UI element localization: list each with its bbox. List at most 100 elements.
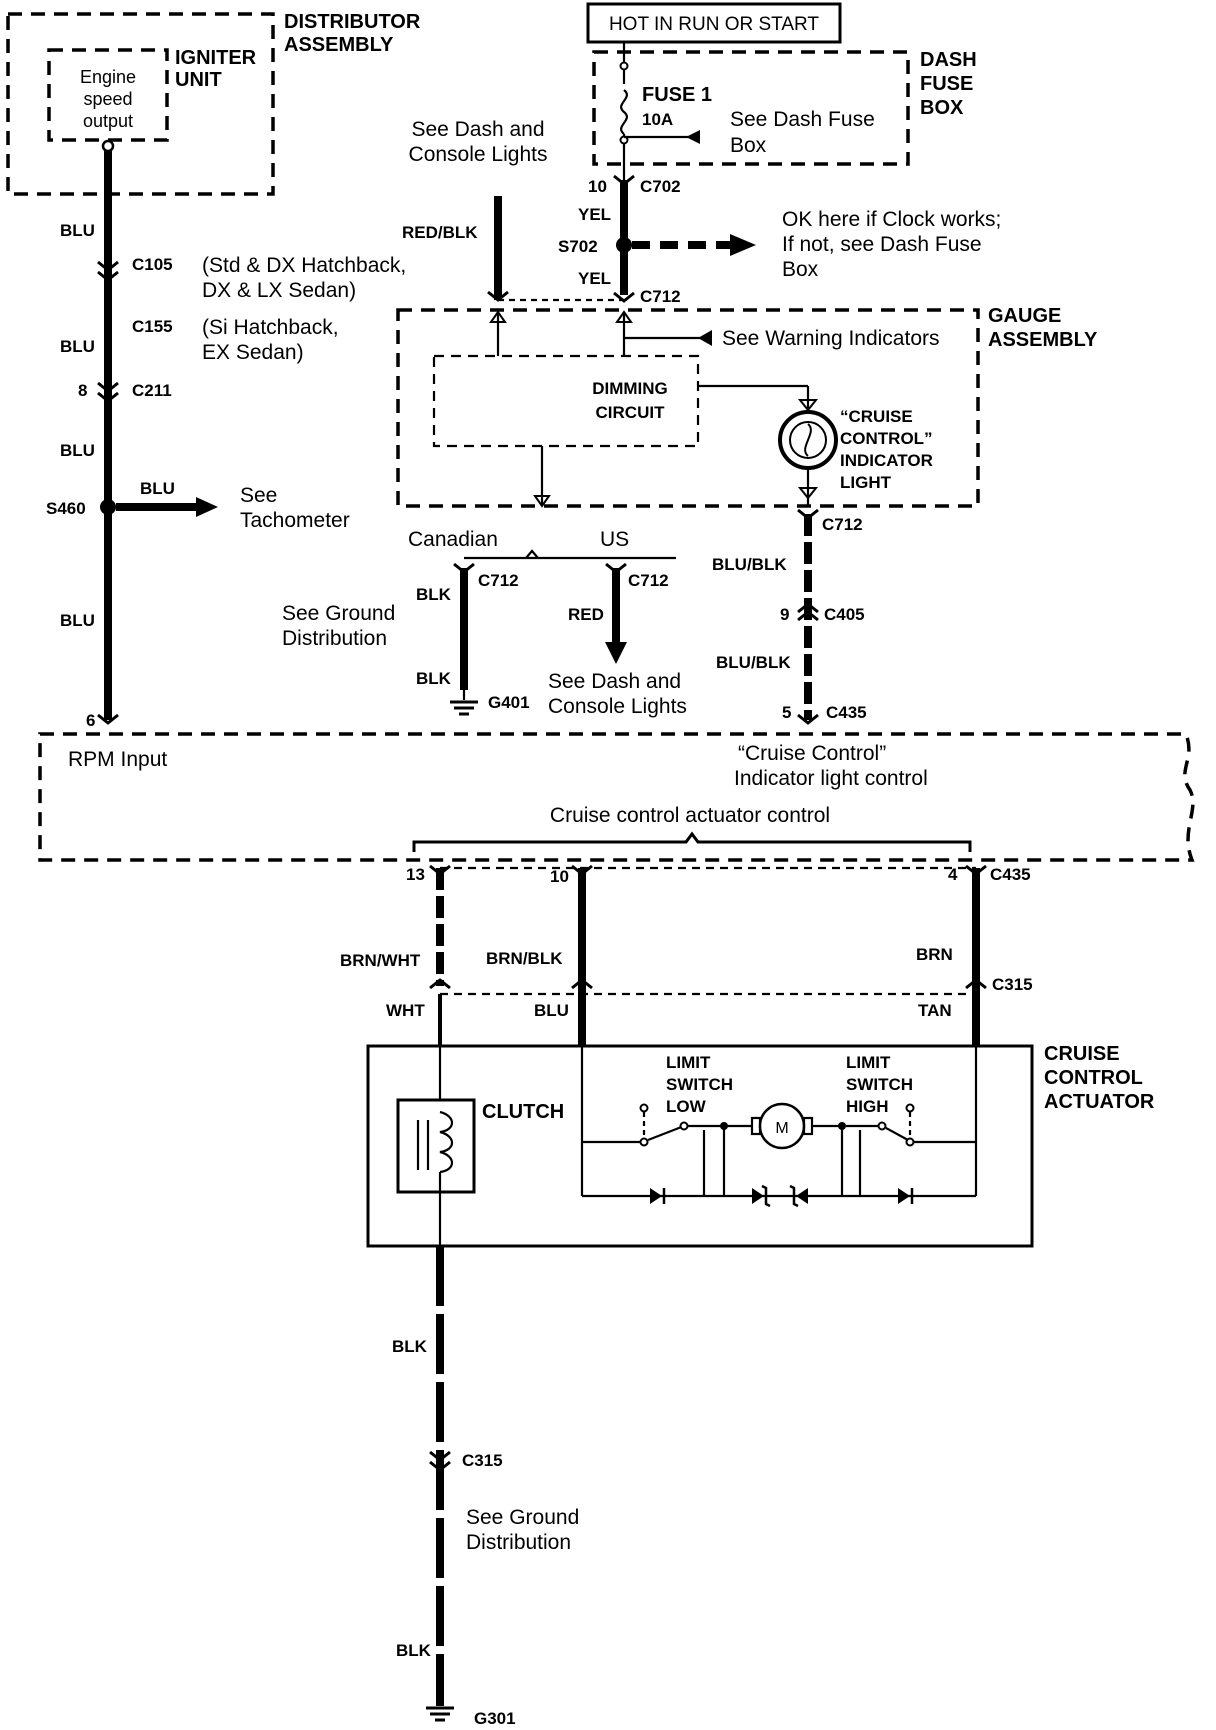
connector-c712-label: C712 <box>640 287 681 306</box>
wire-color-blk-2: BLK <box>416 669 452 688</box>
ground-g401-label: G401 <box>488 693 530 712</box>
fuse-icon <box>620 89 628 135</box>
power-feed: HOT IN RUN OR START DASH FUSE BOX FUSE 1… <box>586 2 977 180</box>
engine-speed-output-label: Engine <box>80 67 136 87</box>
wire-color-blu-blk: BLU/BLK <box>712 555 787 574</box>
connector-c702-icon <box>613 174 635 186</box>
connector-c712-lower-icon <box>797 508 819 520</box>
engine-speed-terminal <box>101 139 115 153</box>
c155-note: (Si Hatchback, <box>202 316 339 339</box>
connector-c211-label: C211 <box>132 381 172 400</box>
connector-c712-canadian-label: C712 <box>478 571 519 590</box>
connector-c315-bottom-label: C315 <box>462 1451 503 1470</box>
cruise-indicator-label-2: CONTROL” <box>840 429 933 448</box>
connector-c315-bottom-icon <box>429 1450 451 1472</box>
splice-s702-label: S702 <box>558 237 598 256</box>
distributor-assembly: DISTRIBUTOR ASSEMBLY IGNITER UNIT Engine… <box>6 11 421 196</box>
diode-high-icon <box>898 1188 910 1204</box>
wire-color-blu: BLU <box>60 221 95 240</box>
igniter-unit-label-2: UNIT <box>175 69 222 91</box>
actuator-label: CRUISE <box>1044 1043 1120 1065</box>
see-ground-bottom-label-2: Distribution <box>466 1531 571 1554</box>
connector-c435-indicator-icon <box>797 713 819 725</box>
gauge-assembly-label: GAUGE <box>988 305 1061 327</box>
see-ground-bottom-label: See Ground <box>466 1506 579 1529</box>
wire-color-blk-bottom: BLK <box>396 1641 432 1660</box>
motor-label: M <box>775 1120 788 1137</box>
pin-9-label: 9 <box>780 605 789 624</box>
wire-color-tan: TAN <box>918 1001 952 1020</box>
pin-4-label: 4 <box>948 865 958 884</box>
pin-5-label: 5 <box>782 703 791 722</box>
limit-switch-low-label: LIMIT <box>666 1053 711 1072</box>
connector-c435-label: C435 <box>826 703 867 722</box>
connector-c105-icon <box>97 260 119 282</box>
wire-color-blk-actuator: BLK <box>392 1337 428 1356</box>
dimming-circuit-label-2: CIRCUIT <box>596 403 666 422</box>
cruise-indicator-label-4: LIGHT <box>840 473 892 492</box>
limit-switch-high-label: LIMIT <box>846 1053 891 1072</box>
wire-color-blu-blk-2: BLU/BLK <box>716 653 791 672</box>
wire-color-blu-branch: BLU <box>140 479 175 498</box>
connector-c712-canadian-icon <box>453 562 475 574</box>
wire-color-blu-4: BLU <box>60 611 95 630</box>
connector-c435-actuator-label: C435 <box>990 865 1031 884</box>
connector-c702-label: C702 <box>640 177 681 196</box>
arrow-dash-fuse-icon <box>686 130 700 144</box>
see-dash-lights-label-2: Console Lights <box>409 143 548 166</box>
hot-in-run-box <box>586 2 842 44</box>
arrow-clock-icon <box>730 234 756 256</box>
diode-low-icon <box>650 1188 662 1204</box>
indicator-control-label-2: Indicator light control <box>734 767 928 790</box>
see-dash-lights-2-label: See Dash and <box>548 670 681 693</box>
wire-color-blu-actuator: BLU <box>534 1001 569 1020</box>
actuator-internal-circuit: M <box>580 1046 978 1208</box>
pin-6-label: 6 <box>86 711 95 730</box>
splice-s460-label: S460 <box>46 499 86 518</box>
wire-color-blu-3: BLU <box>60 441 95 460</box>
gauge-assembly-label-2: ASSEMBLY <box>988 329 1098 351</box>
ok-clock-note-3: Box <box>782 258 819 281</box>
pin-10-actuator-label: 10 <box>550 867 569 886</box>
splice-s460-icon <box>100 499 116 515</box>
connector-c712-lower-label: C712 <box>822 515 863 534</box>
limit-switch-low-label-3: LOW <box>666 1097 707 1116</box>
connector-c405-icon <box>797 602 819 622</box>
wire-color-wht: WHT <box>386 1001 425 1020</box>
actuator-wires: 13 10 4 C435 BRN/WHT BRN/BLK BRN C315 WH… <box>340 864 1033 1046</box>
dimming-circuit-label: DIMMING <box>592 379 668 398</box>
cruise-control-unit: RPM Input “Cruise Control” Indicator lig… <box>38 732 1195 862</box>
see-dash-fuse-label: See Dash Fuse <box>730 108 875 131</box>
ground-g301-label: G301 <box>474 1709 516 1728</box>
us-label: US <box>600 528 629 551</box>
zener-diode-2-icon <box>796 1188 808 1204</box>
wire-color-blu-2: BLU <box>60 337 95 356</box>
connector-c315-label: C315 <box>992 975 1033 994</box>
wire-color-brn: BRN <box>916 945 953 964</box>
connector-c405-label: C405 <box>824 605 865 624</box>
actuator-label-2: CONTROL <box>1044 1067 1143 1089</box>
pin-10-label: 10 <box>588 177 607 196</box>
limit-switch-low-label-2: SWITCH <box>666 1075 733 1094</box>
distributor-assembly-label: DISTRIBUTOR <box>284 11 421 33</box>
connector-c211-icon <box>97 381 119 403</box>
gauge-assembly: GAUGE ASSEMBLY See Warning Indicators DI… <box>396 305 1098 508</box>
dimming-circuit-box <box>432 354 700 448</box>
connector-c712-us-label: C712 <box>628 571 669 590</box>
cruise-indicator-label: “CRUISE <box>840 407 913 426</box>
gauge-assembly-box <box>396 308 980 508</box>
c105-note: (Std & DX Hatchback, <box>202 254 406 277</box>
fuse-name-label: FUSE 1 <box>642 84 712 106</box>
limit-switch-high-label-3: HIGH <box>846 1097 889 1116</box>
indicator-control-label: “Cruise Control” <box>738 742 886 765</box>
igniter-unit-label: IGNITER <box>175 47 257 69</box>
pin-8-label: 8 <box>78 381 87 400</box>
dash-fuse-box-label-2: FUSE <box>920 73 973 95</box>
engine-speed-output-label-3: output <box>83 111 133 131</box>
cruise-control-actuator: CRUISE CONTROL ACTUATOR CLUTCH LIMIT SWI… <box>366 1043 1155 1248</box>
arrow-tachometer-icon <box>196 497 218 517</box>
connector-c315-icon <box>429 978 987 990</box>
dash-fuse-box-label-3: BOX <box>920 97 964 119</box>
wire-color-brn-blk: BRN/BLK <box>486 949 563 968</box>
